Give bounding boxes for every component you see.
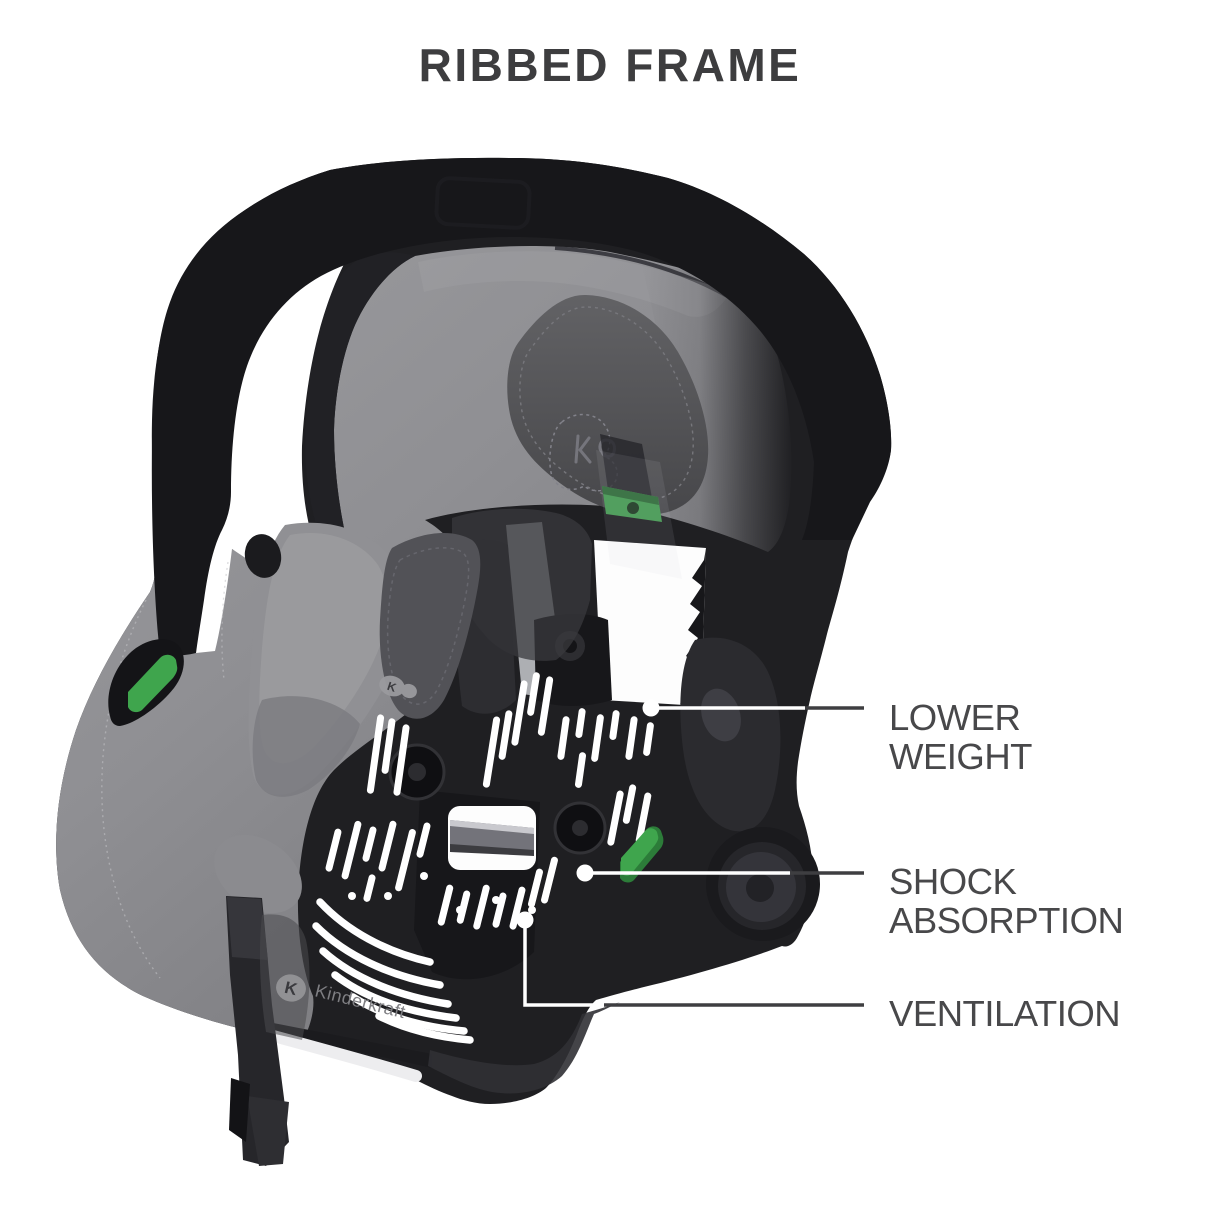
svg-text:LOWER: LOWER <box>889 697 1020 738</box>
svg-text:VENTILATION: VENTILATION <box>889 993 1120 1034</box>
svg-text:RIBBED FRAME: RIBBED FRAME <box>419 39 802 91</box>
svg-text:WEIGHT: WEIGHT <box>889 736 1032 777</box>
svg-text:SHOCK: SHOCK <box>889 861 1016 902</box>
svg-text:ABSORPTION: ABSORPTION <box>889 900 1123 941</box>
svg-text:K: K <box>283 978 300 999</box>
